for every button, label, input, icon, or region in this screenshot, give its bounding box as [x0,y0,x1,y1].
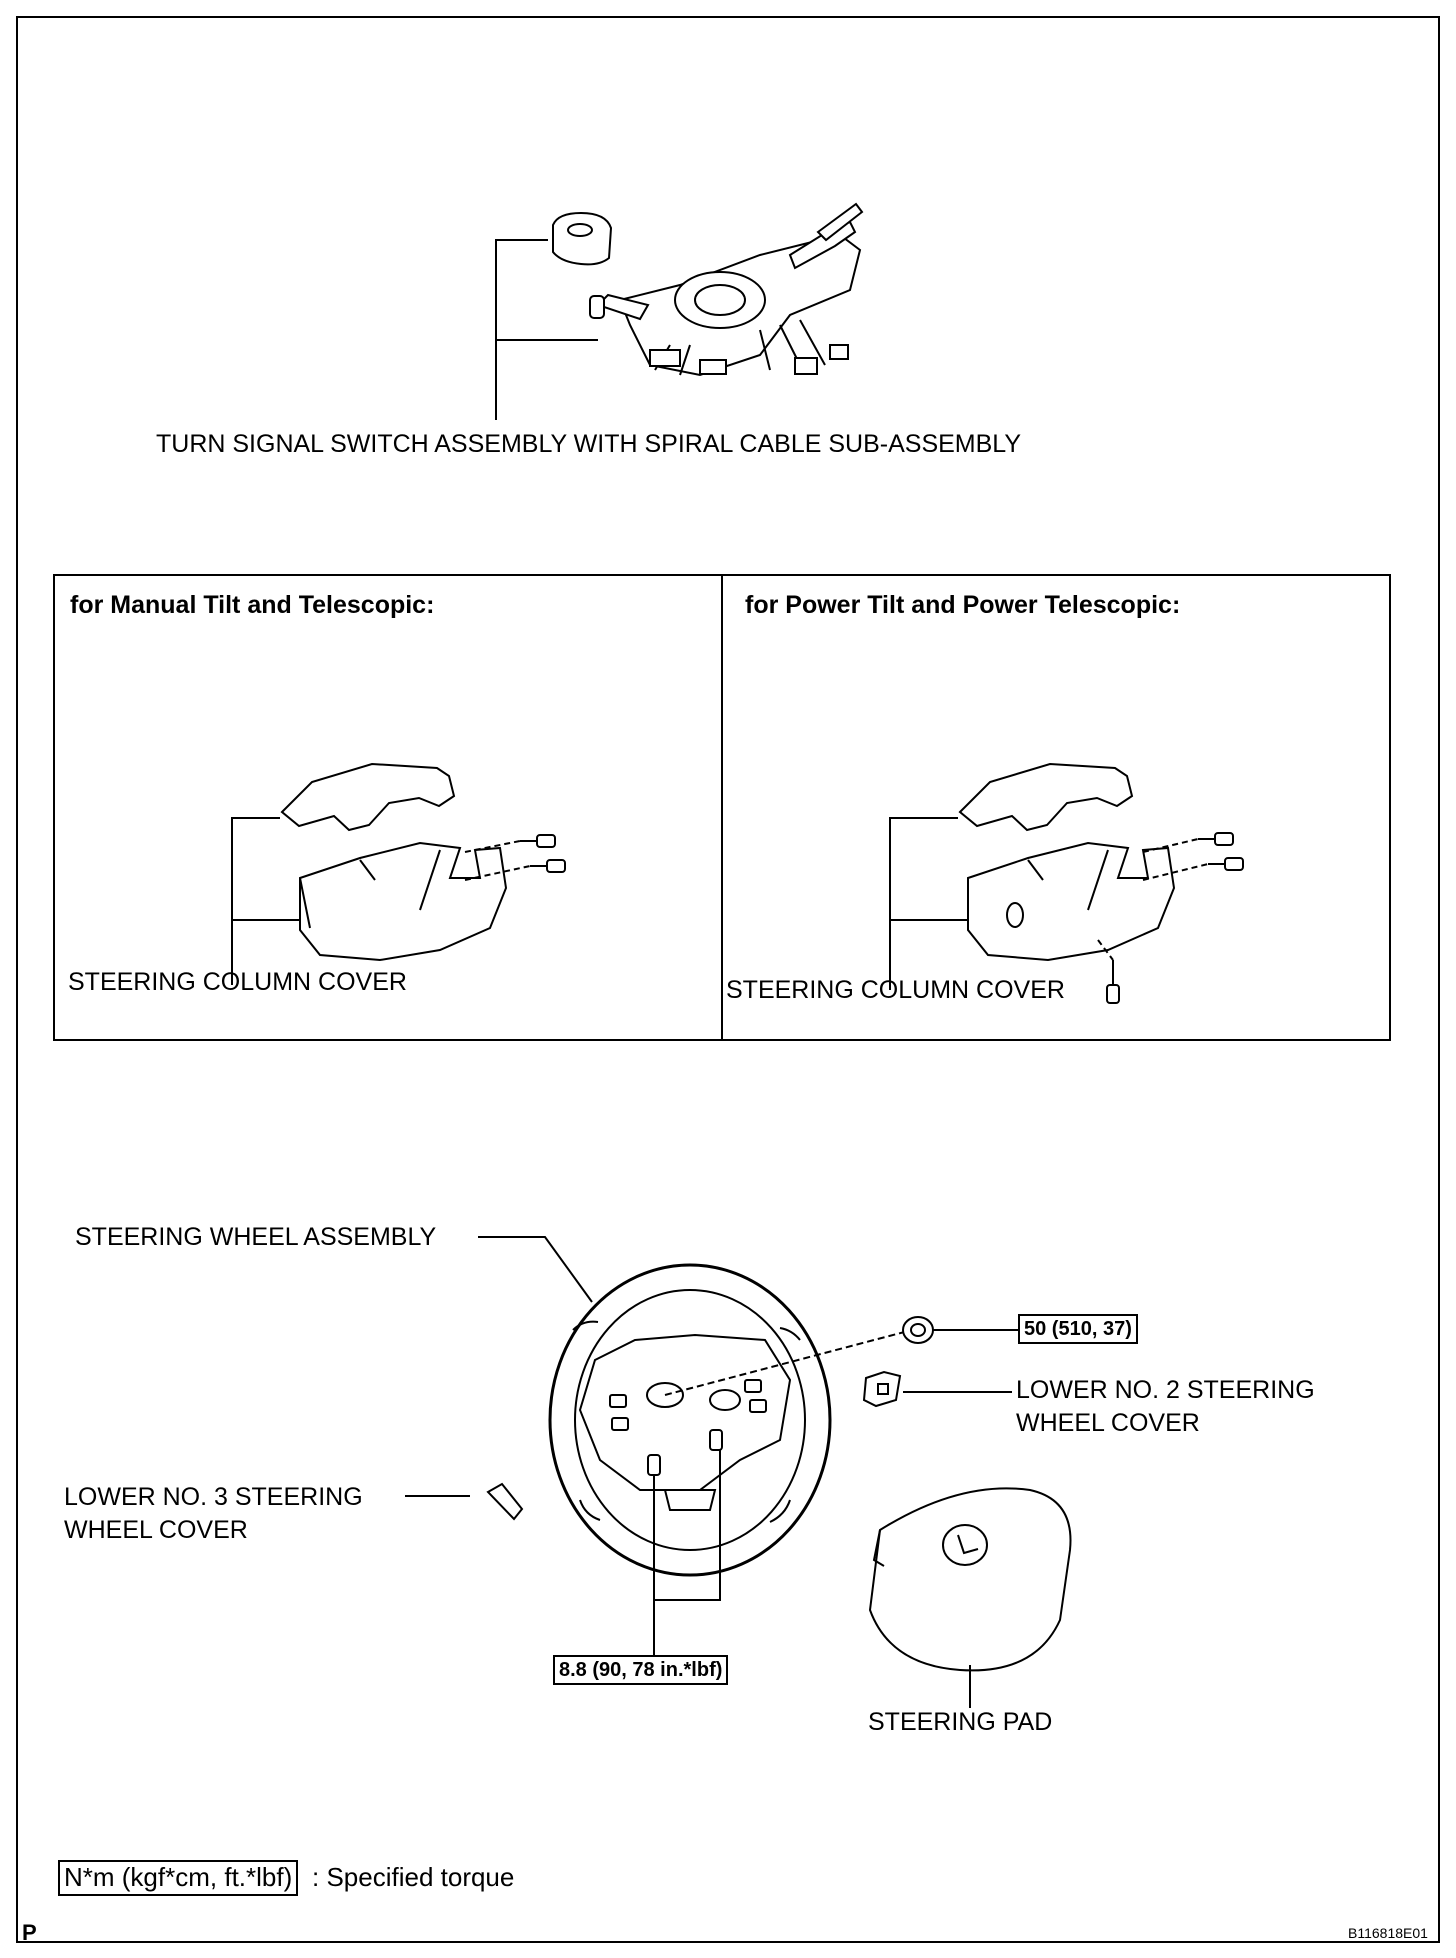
turn-signal-leader [495,239,598,420]
lower-no3-cover-label-line1: LOWER NO. 3 STEERING [64,1483,363,1511]
manual-leader-lines [231,817,531,985]
outer-frame [16,16,1440,1943]
power-leader-lines [889,817,1209,990]
lower-no2-cover-label-line2: WHEEL COVER [1016,1409,1200,1437]
screw-icon [647,1454,661,1476]
screw-icon [1106,960,1120,1004]
power-variant-title: for Power Tilt and Power Telescopic: [745,591,1181,619]
steering-wheel-assembly-label: STEERING WHEEL ASSEMBLY [75,1223,437,1251]
screw-icon [1198,832,1234,846]
screw-icon [520,834,556,848]
torque-legend-description: : Specified torque [312,1862,515,1892]
screw-icon [1208,857,1244,871]
lower-no3-cover-label-line2: WHEEL COVER [64,1516,248,1544]
screw-icon [709,1429,723,1451]
steering-pad-illustration [868,1487,1072,1672]
nut-torque-value: 50 (510, 37) [1018,1314,1138,1344]
lower-no2-cover-icon [862,1370,902,1408]
power-column-cover-label: STEERING COLUMN COVER [726,976,1065,1004]
steering-wheel-leaders [478,1236,913,1655]
turn-signal-switch-label: TURN SIGNAL SWITCH ASSEMBLY WITH SPIRAL … [156,430,1022,458]
screw-icon [530,859,566,873]
steering-pad-label: STEERING PAD [868,1708,1053,1736]
page-letter: P [22,1920,37,1945]
screw-torque-value: 8.8 (90, 78 in.*lbf) [553,1655,729,1685]
manual-column-cover-illustration [280,762,566,962]
lower-no3-cover-icon [486,1482,524,1521]
steering-wheel-illustration [548,1263,832,1577]
power-column-cover-illustration [958,762,1244,1004]
nut-icon [902,1316,934,1344]
torque-unit-legend-box: N*m (kgf*cm, ft.*lbf) [58,1860,299,1896]
figure-code: B116818E01 [1348,1925,1428,1941]
turn-signal-switch-illustration [552,202,864,377]
manual-column-cover-label: STEERING COLUMN COVER [68,968,407,996]
manual-variant-title: for Manual Tilt and Telescopic: [70,591,435,619]
lower-no2-cover-label-line1: LOWER NO. 2 STEERING [1016,1376,1315,1404]
